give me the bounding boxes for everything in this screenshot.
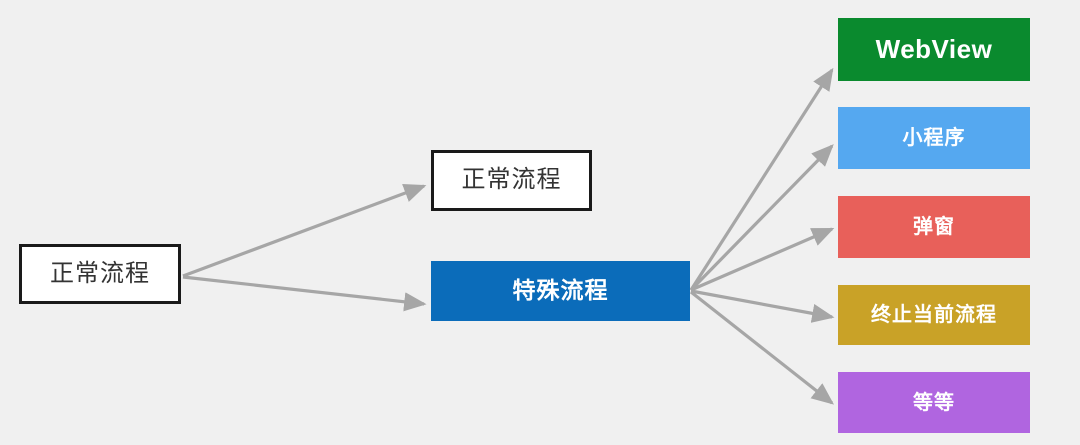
node-special-flow-label: 特殊流程 xyxy=(512,277,609,304)
node-webview[interactable]: WebView xyxy=(838,18,1030,81)
node-etc-label: 等等 xyxy=(913,391,955,414)
node-mini-program-label: 小程序 xyxy=(902,127,966,149)
node-webview-label: WebView xyxy=(875,34,993,65)
node-mini-program[interactable]: 小程序 xyxy=(838,107,1030,169)
edge-special-flow-to-miniapp xyxy=(689,144,834,292)
edge-source-to-special-flow xyxy=(182,275,427,312)
node-normal-flow-label: 正常流程 xyxy=(461,166,562,194)
edge-source-to-normal-flow xyxy=(182,183,427,278)
node-dialog[interactable]: 弹窗 xyxy=(838,196,1030,258)
node-source-label: 正常流程 xyxy=(50,259,150,287)
node-etc[interactable]: 等等 xyxy=(838,372,1030,433)
node-dialog-label: 弹窗 xyxy=(913,216,955,238)
edge-special-flow-to-webview xyxy=(689,67,834,291)
node-normal-flow[interactable]: 正常流程 xyxy=(431,150,592,211)
node-special-flow[interactable]: 特殊流程 xyxy=(431,261,690,321)
node-terminate-current-flow-label: 终止当前流程 xyxy=(871,304,997,326)
edge-special-flow-to-etc xyxy=(690,290,835,405)
edge-special-flow-to-dialog xyxy=(690,227,835,292)
edge-special-flow-to-terminate xyxy=(690,289,835,323)
node-terminate-current-flow[interactable]: 终止当前流程 xyxy=(838,285,1030,345)
node-source-normal-flow[interactable]: 正常流程 xyxy=(19,244,181,304)
